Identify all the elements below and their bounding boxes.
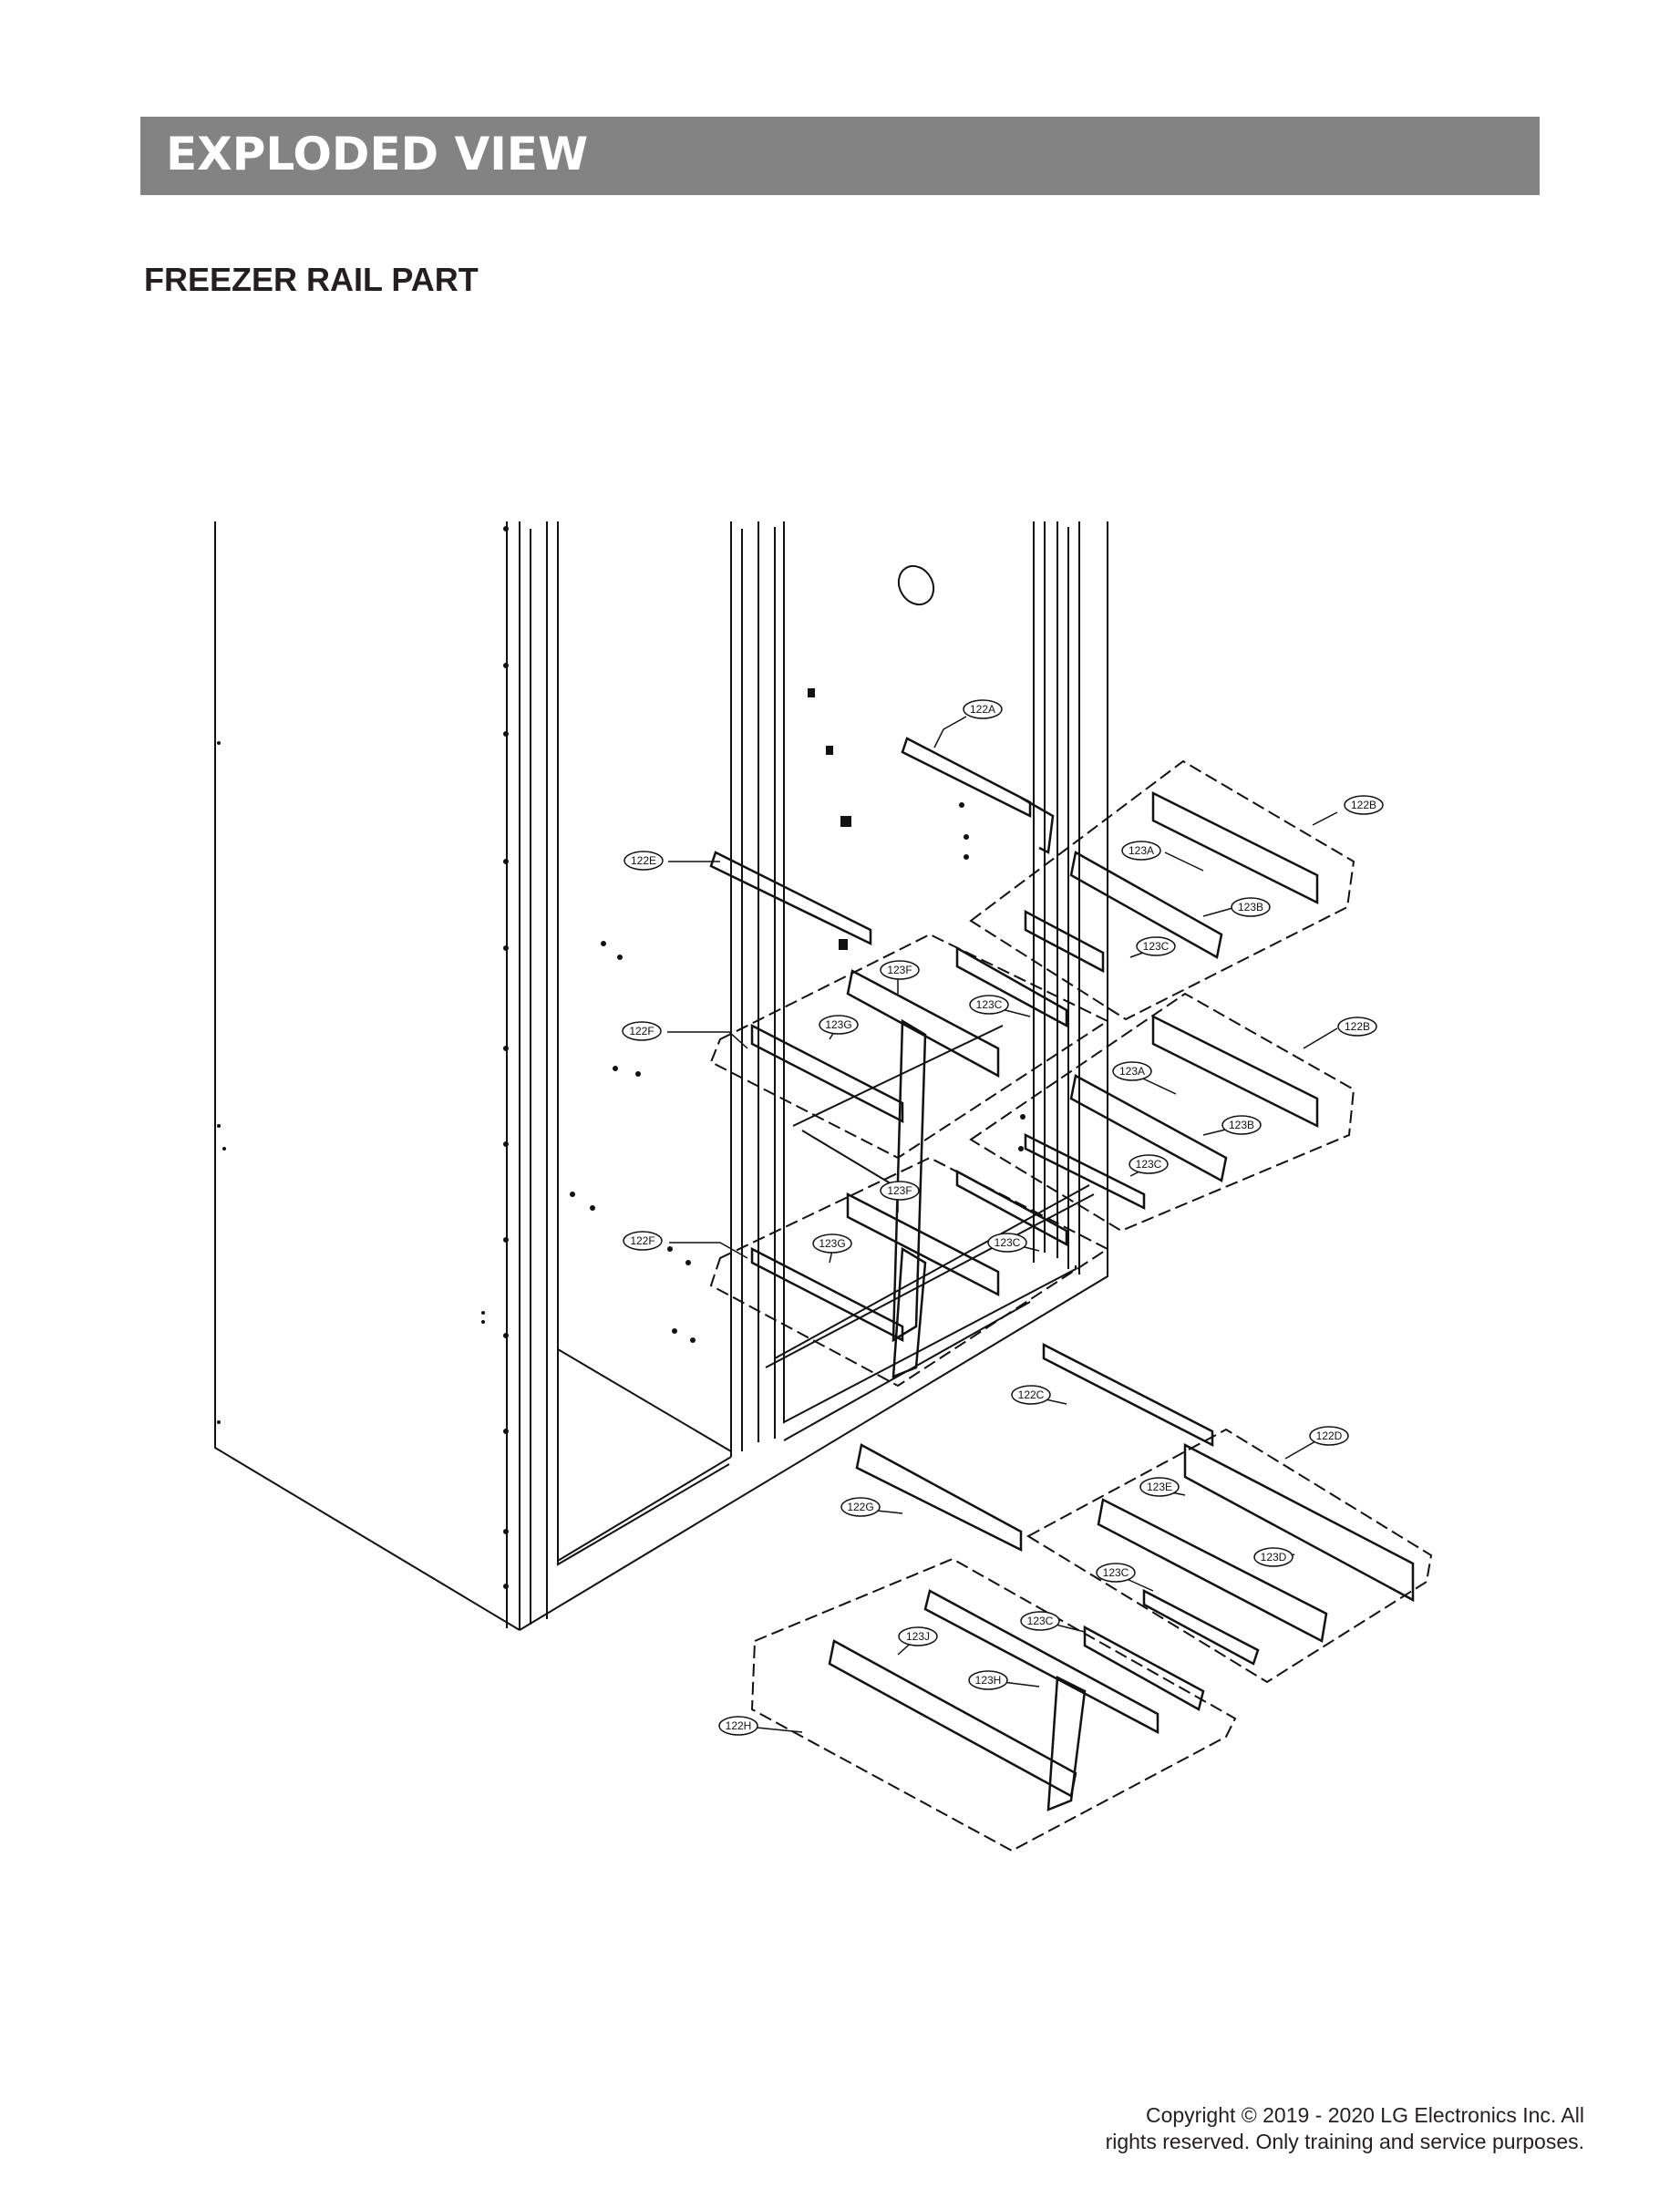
page-title: EXPLODED VIEW <box>166 128 589 181</box>
callout-122E: 122E <box>624 851 664 871</box>
callout-123C: 123C <box>969 995 1009 1015</box>
callout-122F: 122F <box>623 1231 663 1251</box>
callout-122C: 122C <box>1011 1385 1051 1405</box>
callout-123G: 123G <box>812 1233 852 1254</box>
assembly-boundaries <box>709 759 1433 1853</box>
svg-text:122G: 122G <box>847 1501 873 1513</box>
callout-labels: 122A 122B 123A 123B 123C 122E 123F 123C … <box>622 699 1384 1736</box>
callout-123D: 123D <box>1253 1547 1293 1567</box>
svg-text:122E: 122E <box>631 854 656 867</box>
svg-text:122F: 122F <box>630 1234 654 1247</box>
callout-123B: 123B <box>1231 897 1271 917</box>
callout-122B: 122B <box>1337 1017 1377 1037</box>
svg-text:123B: 123B <box>1238 901 1263 913</box>
svg-text:122A: 122A <box>970 703 995 716</box>
svg-text:123A: 123A <box>1129 844 1154 857</box>
svg-text:122B: 122B <box>1345 1020 1370 1033</box>
callout-122F: 122F <box>622 1021 662 1041</box>
leader-lines <box>667 716 1338 1733</box>
callout-122A: 122A <box>963 699 1003 719</box>
callout-123A: 123A <box>1112 1061 1152 1081</box>
svg-text:123C: 123C <box>1136 1158 1162 1171</box>
cabinet-body <box>214 521 1108 1631</box>
svg-text:123J: 123J <box>906 1630 930 1643</box>
svg-text:123C: 123C <box>1103 1566 1129 1579</box>
header-banner: EXPLODED VIEW <box>140 117 1540 195</box>
callout-123H: 123H <box>968 1670 1008 1690</box>
svg-text:123F: 123F <box>887 1184 912 1197</box>
callout-123C: 123C <box>1020 1611 1060 1631</box>
svg-text:123E: 123E <box>1147 1481 1172 1493</box>
svg-text:122H: 122H <box>726 1719 752 1732</box>
svg-text:123G: 123G <box>819 1237 845 1250</box>
svg-text:123C: 123C <box>976 998 1003 1011</box>
callout-123C: 123C <box>1129 1154 1169 1174</box>
svg-text:122F: 122F <box>629 1025 654 1037</box>
callout-123C: 123C <box>1096 1563 1136 1583</box>
callout-123C: 123C <box>987 1233 1027 1253</box>
callout-122D: 122D <box>1309 1426 1349 1446</box>
callout-123G: 123G <box>819 1015 859 1035</box>
svg-text:122C: 122C <box>1018 1388 1045 1401</box>
cabinet-holes <box>217 526 1026 1589</box>
callout-122G: 122G <box>840 1497 881 1517</box>
svg-text:123H: 123H <box>975 1674 1002 1687</box>
callout-122B: 122B <box>1344 795 1384 815</box>
svg-text:123F: 123F <box>887 964 912 976</box>
svg-text:123C: 123C <box>1143 940 1170 953</box>
svg-text:123G: 123G <box>825 1018 851 1031</box>
callout-123F: 123F <box>880 960 920 980</box>
svg-text:123D: 123D <box>1261 1551 1287 1564</box>
callout-123B: 123B <box>1221 1115 1262 1135</box>
callout-123E: 123E <box>1139 1477 1180 1497</box>
callout-122H: 122H <box>718 1716 758 1736</box>
callout-123F: 123F <box>880 1181 920 1201</box>
svg-text:123A: 123A <box>1119 1065 1145 1078</box>
svg-text:122D: 122D <box>1316 1429 1343 1442</box>
callout-123A: 123A <box>1121 841 1161 861</box>
svg-text:123C: 123C <box>995 1236 1021 1249</box>
copyright-notice: Copyright © 2019 - 2020 LG Electronics I… <box>1106 2102 1584 2155</box>
copyright-line-1: Copyright © 2019 - 2020 LG Electronics I… <box>1145 2103 1584 2127</box>
callout-123C: 123C <box>1136 936 1176 956</box>
section-title: FREEZER RAIL PART <box>144 261 479 298</box>
svg-text:123B: 123B <box>1229 1119 1254 1131</box>
svg-text:123C: 123C <box>1027 1615 1054 1627</box>
copyright-line-2: rights reserved. Only training and servi… <box>1105 2130 1584 2153</box>
svg-text:122B: 122B <box>1351 799 1376 811</box>
rail-parts <box>709 737 1415 1811</box>
callout-123J: 123J <box>898 1626 938 1646</box>
